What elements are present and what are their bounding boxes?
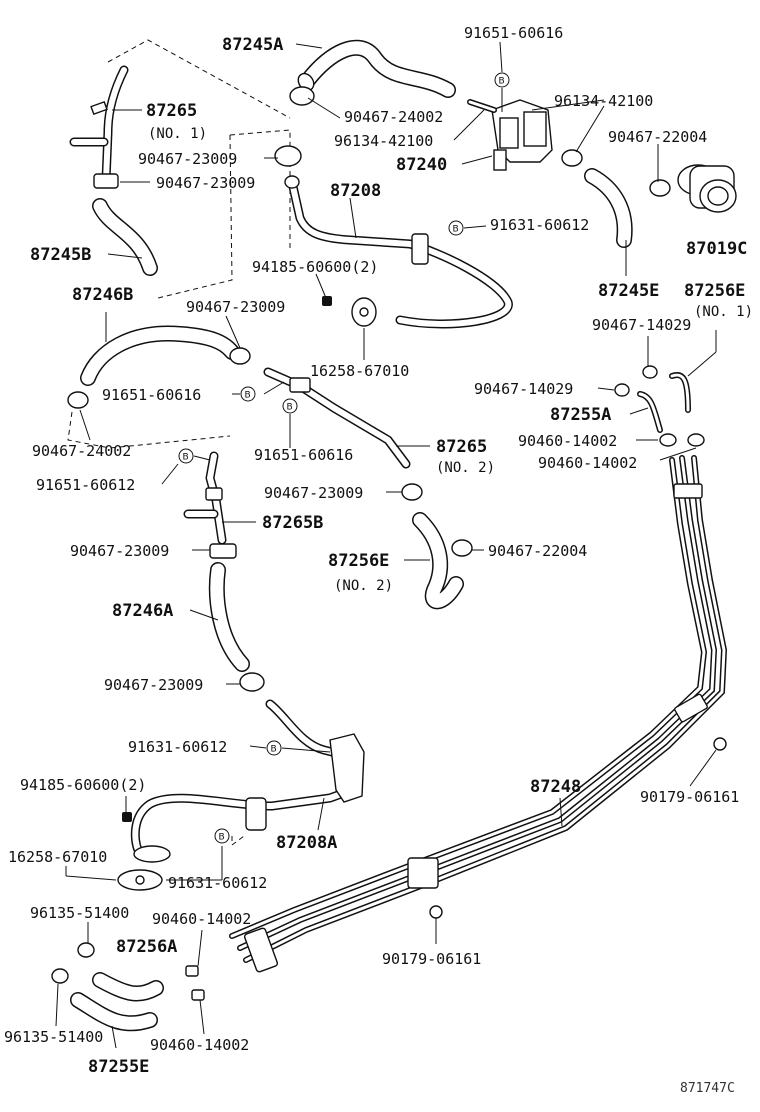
label-96135-51400-b: 96135-51400 <box>4 1028 103 1046</box>
label-87019C: 87019C <box>686 239 747 259</box>
label-90467-14029-a: 90467-14029 <box>592 316 691 334</box>
pipe-87265-no1 <box>69 65 129 185</box>
label-90467-22004-b: 90467-22004 <box>488 542 587 560</box>
label-90467-23009-f: 90467-23009 <box>104 676 203 694</box>
label-87248: 87248 <box>530 777 581 797</box>
label-90467-14029-b: 90467-14029 <box>474 380 573 398</box>
label-87256A: 87256A <box>116 937 177 957</box>
label-94185-60600-a: 94185-60600(2) <box>252 258 378 276</box>
pipe-87208 <box>284 175 513 329</box>
label-90467-23009-a: 90467-23009 <box>138 150 237 168</box>
label-90460-14002-a: 90460-14002 <box>518 432 617 450</box>
label-91651-60616-c: 91651-60616 <box>254 446 353 464</box>
svg-text:B: B <box>287 403 293 413</box>
label-87265B: 87265B <box>262 513 323 533</box>
label-90460-14002-c: 90460-14002 <box>152 910 251 928</box>
label-90467-23009-c: 90467-23009 <box>186 298 285 316</box>
label-87246A: 87246A <box>112 601 173 621</box>
svg-text:B: B <box>219 833 225 843</box>
label-91631-60612-c: 91631-60612 <box>168 874 267 892</box>
label-87256E-no2: 87256E <box>328 551 389 571</box>
label-87208: 87208 <box>330 181 381 201</box>
leader-lines <box>55 41 717 1049</box>
label-91631-60612-b: 91631-60612 <box>128 738 227 756</box>
diagram-code: 871747C <box>680 1081 735 1096</box>
label-90467-24002-a: 90467-24002 <box>344 108 443 126</box>
hose-87245A <box>297 39 456 98</box>
label-91631-60612-a: 91631-60612 <box>490 216 589 234</box>
label-87265-no2: 87265 <box>436 437 487 457</box>
label-96134-42100-a: 96134-42100 <box>554 92 653 110</box>
label-96134-42100-b: 96134-42100 <box>334 132 433 150</box>
label-91651-60616-b: 91651-60616 <box>102 386 201 404</box>
label-90179-06161-b: 90179-06161 <box>382 950 481 968</box>
label-94185-60600-b: 94185-60600(2) <box>20 776 146 794</box>
label-90467-22004-a: 90467-22004 <box>608 128 707 146</box>
label-87240: 87240 <box>396 155 447 175</box>
label-87246B: 87246B <box>72 285 133 305</box>
svg-text:B: B <box>183 453 189 463</box>
hoses-bottom-left <box>51 942 205 1032</box>
label-no1-b: (NO. 1) <box>694 304 753 320</box>
label-90179-06161-a: 90179-06161 <box>640 788 739 806</box>
valve-87240 <box>467 99 553 171</box>
heater-87019C <box>677 164 737 213</box>
label-87245B: 87245B <box>30 245 91 265</box>
label-90467-24002-b: 90467-24002 <box>32 442 131 460</box>
label-91651-60612: 91651-60612 <box>36 476 135 494</box>
b-markers: B B B B B B B <box>178 72 510 844</box>
label-87265-no1: 87265 <box>146 101 197 121</box>
flange-16258-67010-a <box>322 296 377 327</box>
svg-text:B: B <box>453 225 459 235</box>
label-96135-51400-a: 96135-51400 <box>30 904 129 922</box>
label-no2-a: (NO. 2) <box>436 460 495 476</box>
label-90460-14002-d: 90460-14002 <box>150 1036 249 1054</box>
svg-text:B: B <box>499 77 505 87</box>
tube-assembly-87248 <box>229 455 728 973</box>
hose-87245B <box>92 198 158 276</box>
part-labels: 87245A 91651-60616 87265 (NO. 1) 90467-2… <box>4 24 753 1096</box>
hose-87256E-no2 <box>401 483 473 610</box>
hose-87246A <box>208 543 265 692</box>
small-hoses-right <box>614 365 705 447</box>
label-87256E-no1: 87256E <box>684 281 745 301</box>
label-87208A: 87208A <box>276 833 337 853</box>
hose-87246B <box>67 325 251 409</box>
label-87245E: 87245E <box>598 281 659 301</box>
label-16258-67010-a: 16258-67010 <box>310 362 409 380</box>
svg-text:B: B <box>271 745 277 755</box>
label-no1-a: (NO. 1) <box>148 126 207 142</box>
label-16258-67010-b: 16258-67010 <box>8 848 107 866</box>
flange-16258-67010-b <box>117 812 171 891</box>
label-90460-14002-b: 90460-14002 <box>538 454 637 472</box>
label-90467-23009-b: 90467-23009 <box>156 174 255 192</box>
label-90467-23009-e: 90467-23009 <box>70 542 169 560</box>
hose-87245E <box>561 149 671 248</box>
pipe-87265-no2 <box>263 367 411 469</box>
pipe-87265B <box>183 451 227 545</box>
label-87245A: 87245A <box>222 35 283 55</box>
label-no2-b: (NO. 2) <box>334 578 393 594</box>
svg-text:B: B <box>245 391 251 401</box>
label-87255A: 87255A <box>550 405 611 425</box>
pipe-87208A <box>130 699 365 855</box>
label-91651-60616-a: 91651-60616 <box>464 24 563 42</box>
clamp-group-top-left <box>93 86 315 189</box>
label-90467-23009-d: 90467-23009 <box>264 484 363 502</box>
label-87255E: 87255E <box>88 1057 149 1077</box>
